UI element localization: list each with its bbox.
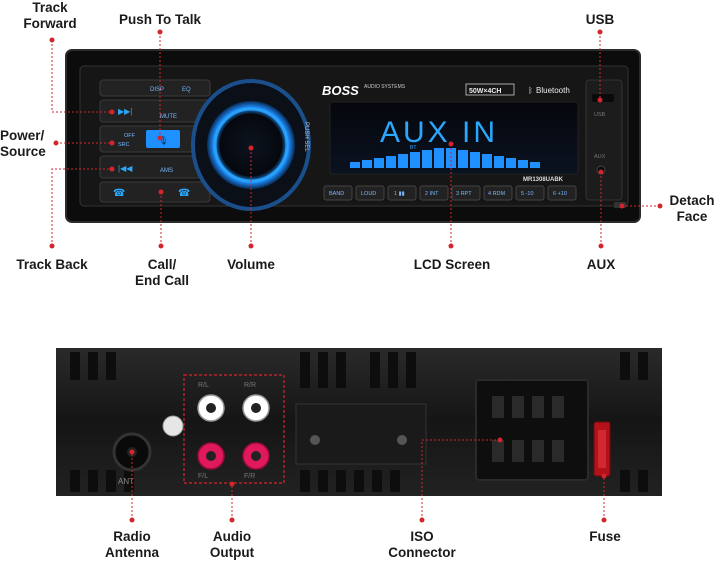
callout-track-forward: Track Forward <box>23 0 77 31</box>
power-badge: 50W×4CH <box>469 88 501 95</box>
preset-2-label: 2 INT <box>425 191 439 197</box>
preset-4-button[interactable] <box>483 185 513 201</box>
preset-1-button[interactable] <box>387 185 417 201</box>
callout-iso-connector: ISO Connector <box>388 529 456 560</box>
rear-right-label: R/R <box>244 382 256 389</box>
volume-knob-group: PUSH SEL <box>191 79 311 211</box>
preset-3-button[interactable] <box>451 185 481 201</box>
band-button[interactable] <box>323 185 353 201</box>
rear-callout-dots <box>129 437 607 523</box>
mute-button-label: MUTE <box>160 114 177 120</box>
certification-sticker <box>162 415 184 437</box>
right-port-panel <box>585 79 623 201</box>
track-forward-button[interactable] <box>99 99 211 123</box>
callout-volume: Volume <box>227 257 275 272</box>
band-button-label: BAND <box>329 191 344 197</box>
callout-call-end-call: Call/ End Call <box>134 257 189 288</box>
src-button-label: SRC <box>118 142 130 148</box>
preset-3-label: 3 RPT <box>456 191 472 197</box>
preset-1-label: 1 ▮▮ <box>394 191 405 197</box>
front-callout-dots <box>49 29 663 249</box>
preset-button-row: BAND LOUD 1 ▮▮ 2 INT 3 RPT 4 RDM 5 -10 6… <box>323 185 577 201</box>
loud-button-label: LOUD <box>361 191 376 197</box>
iso-pins <box>492 396 564 462</box>
track-forward-icon: ▶▶| <box>118 107 132 116</box>
brand-subtitle: AUDIO SYSTEMS <box>364 84 406 90</box>
front-callout-lines <box>51 32 660 246</box>
preset-5-label: 5 -10 <box>521 191 534 197</box>
loud-button[interactable] <box>355 185 385 201</box>
power-badge-frame <box>465 83 515 96</box>
lcd-eq-bars <box>350 148 540 168</box>
usb-port[interactable] <box>592 94 614 102</box>
push-sel-label: PUSH SEL <box>303 122 309 152</box>
rear-left-label: R/L <box>198 382 209 389</box>
rear-callout-lines <box>131 439 605 520</box>
phone-end-icon: ☎ <box>178 188 190 199</box>
bluetooth-icon: ᛒ <box>528 86 533 95</box>
front-left-label: F/L <box>198 473 208 480</box>
rear-panel: ANT R/L R/R F/L F/R <box>56 348 662 496</box>
brand-logo: BOSS <box>322 83 359 98</box>
left-button-column: DISP EQ ▶▶| MUTE OFF SRC 🎙 |◀◀ AMS ☎ ☎ <box>99 79 211 203</box>
ant-label: ANT <box>118 477 134 486</box>
front-right-label: F/R <box>244 473 255 480</box>
microphone-icon: 🎙 <box>158 136 168 145</box>
preset-6-button[interactable] <box>547 185 577 201</box>
rca-front-right-hole <box>251 451 261 461</box>
rca-rear-left-hole <box>206 403 216 413</box>
callout-lcd-screen: LCD Screen <box>413 257 491 272</box>
bluetooth-label: Bluetooth <box>536 86 570 95</box>
callout-radio-antenna: Radio Antenna <box>105 529 159 560</box>
eq-button-label: EQ <box>182 87 191 93</box>
front-panel: DISP EQ ▶▶| MUTE OFF SRC 🎙 |◀◀ AMS ☎ ☎ P… <box>65 49 641 223</box>
aux-port-label: AUX <box>594 154 606 160</box>
screw-left <box>310 435 320 445</box>
lcd-bt-indicator: BT <box>410 145 416 151</box>
screw-right <box>397 435 407 445</box>
disp-button-label: DISP <box>150 87 164 93</box>
usb-port-label: USB <box>594 112 606 118</box>
callout-usb: USB <box>585 12 615 27</box>
callout-track-back: Track Back <box>16 257 88 272</box>
push-to-talk-button[interactable] <box>146 130 180 148</box>
center-mount <box>295 403 427 465</box>
off-button-label: OFF <box>124 133 136 139</box>
heatsink-fins <box>70 352 648 492</box>
fuse-element <box>598 430 606 468</box>
disp-eq-button-row[interactable] <box>99 79 211 97</box>
rca-rear-right-hole <box>251 403 261 413</box>
lcd-display-text: AUX IN <box>380 116 498 149</box>
preset-5-button[interactable] <box>515 185 545 201</box>
track-back-icon: |◀◀ <box>118 164 133 173</box>
callout-detach-face: Detach Face <box>669 193 715 224</box>
preset-4-label: 4 RDM <box>488 191 506 197</box>
rca-front-left-hole <box>206 451 216 461</box>
phone-call-icon: ☎ <box>113 188 125 199</box>
callout-power-source: Power/ Source <box>0 128 46 159</box>
callout-push-to-talk: Push To Talk <box>118 12 201 27</box>
model-number: MR1308UABK <box>523 177 564 183</box>
callout-audio-output: Audio Output <box>209 529 255 560</box>
iso-connector[interactable] <box>475 379 589 481</box>
ams-button-label: AMS <box>160 168 173 174</box>
preset-6-label: 6 +10 <box>553 191 567 197</box>
callout-aux: AUX <box>586 257 616 272</box>
callout-fuse: Fuse <box>589 529 621 544</box>
preset-2-button[interactable] <box>419 185 449 201</box>
